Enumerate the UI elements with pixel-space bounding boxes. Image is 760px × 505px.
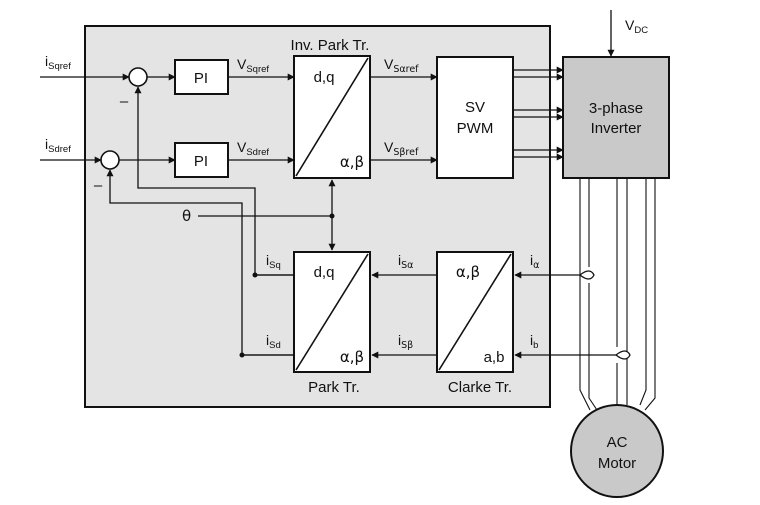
svpwm-block xyxy=(436,56,514,179)
label-ib: ib xyxy=(530,332,538,351)
clarke-input-label: a,b xyxy=(484,349,505,366)
current-sensor-b xyxy=(615,350,631,360)
current-sensor-a xyxy=(579,270,595,280)
label-vdc: VDC xyxy=(625,17,648,36)
label-vsqref: VSqref xyxy=(237,56,269,75)
summing-junction-q xyxy=(128,67,148,87)
park-input-label: α,β xyxy=(340,348,364,366)
park-output-label: d,q xyxy=(314,264,335,281)
label-isb: iSβ xyxy=(398,332,413,351)
minus-sign-q: – xyxy=(120,93,129,110)
ac-motor xyxy=(570,404,664,498)
summing-junction-d xyxy=(100,150,120,170)
minus-sign-d: – xyxy=(94,177,103,194)
label-isa: iSα xyxy=(398,252,413,271)
label-isqref: iSqref xyxy=(45,53,71,72)
inverter-label-line1: 3-phase xyxy=(589,100,643,117)
label-theta: θ xyxy=(182,207,191,225)
motor-label-line2: Motor xyxy=(598,455,636,472)
pi-controller-d xyxy=(174,142,229,178)
label-isdref: iSdref xyxy=(45,136,71,155)
pi-controller-d-label: PI xyxy=(194,153,208,170)
gate-signal-wires xyxy=(513,66,564,161)
inverter-block xyxy=(562,56,670,179)
motor-phase-wires xyxy=(579,178,656,411)
park-diagonal xyxy=(295,253,369,371)
label-isd: iSd xyxy=(266,332,281,351)
label-vsaref: VSαref xyxy=(384,56,419,75)
inverse-park-input-label: d,q xyxy=(314,69,335,86)
clarke-output-label: α,β xyxy=(456,263,480,281)
clarke-diagonal xyxy=(438,253,512,371)
motor-label-line1: AC xyxy=(607,434,628,451)
svpwm-label-line2: PWM xyxy=(457,120,494,137)
park-title: Park Tr. xyxy=(308,379,360,396)
inverse-park-output-label: α,β xyxy=(340,153,364,171)
label-vsdref: VSdref xyxy=(237,139,269,158)
pi-controller-q xyxy=(174,59,229,95)
label-vsbref: VSβref xyxy=(384,139,419,158)
inverse-park-diagonal xyxy=(295,57,369,177)
inverter-label-line2: Inverter xyxy=(591,120,642,137)
inverse-park-title: Inv. Park Tr. xyxy=(291,37,370,54)
svpwm-label-line1: SV xyxy=(465,99,485,116)
pi-controller-q-label: PI xyxy=(194,70,208,87)
label-ia: iα xyxy=(530,252,539,271)
clarke-title: Clarke Tr. xyxy=(448,379,512,396)
label-isq: iSq xyxy=(266,252,281,271)
